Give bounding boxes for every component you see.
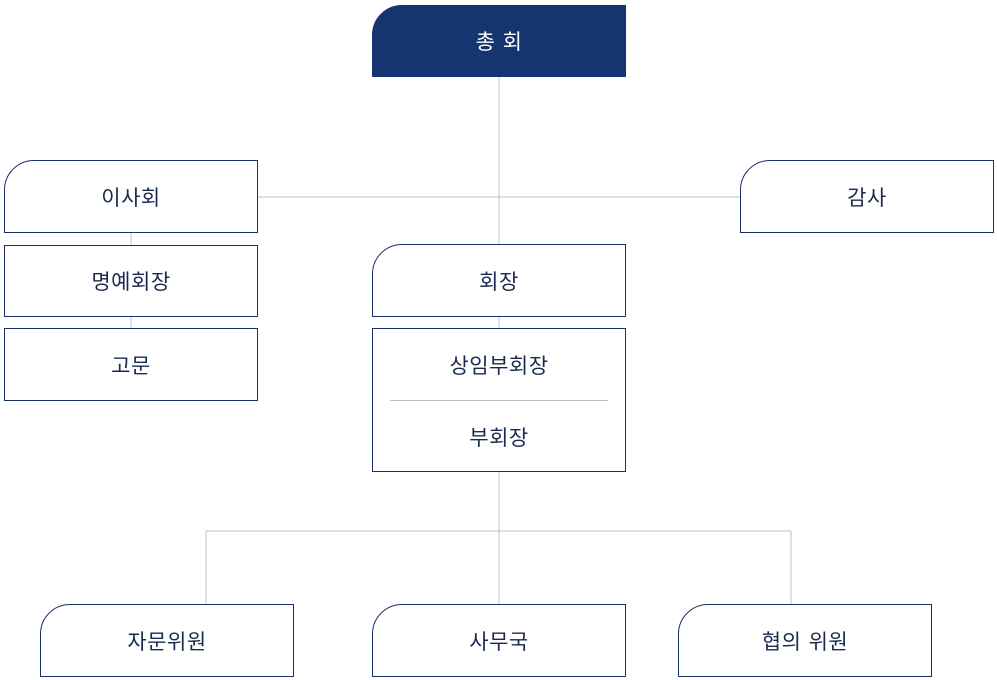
board-node: 이사회 <box>4 160 258 233</box>
board-label: 이사회 <box>101 185 161 210</box>
honorary-chair-label: 명예회장 <box>91 270 171 294</box>
honorary-chair-node: 명예회장 <box>4 245 258 317</box>
vice-chair-row: 부회장 <box>373 401 625 472</box>
advisory-committee-node: 자문위원 <box>40 604 294 677</box>
secretariat-label: 사무국 <box>469 629 529 654</box>
advisor-node: 고문 <box>4 328 258 401</box>
general-assembly-node: 총 회 <box>372 5 626 77</box>
advisory-committee-label: 자문위원 <box>127 629 207 654</box>
auditor-label: 감사 <box>847 185 887 210</box>
chairman-label: 회장 <box>479 269 519 294</box>
general-assembly-label: 총 회 <box>475 30 523 54</box>
vice-chair-node: 상임부회장 부회장 <box>372 328 626 472</box>
standing-vice-chair-row: 상임부회장 <box>373 329 625 400</box>
chairman-node: 회장 <box>372 244 626 317</box>
advisor-label: 고문 <box>111 353 151 378</box>
consultative-committee-node: 협의 위원 <box>678 604 932 677</box>
auditor-node: 감사 <box>740 160 994 233</box>
secretariat-node: 사무국 <box>372 604 626 677</box>
vice-chair-label: 부회장 <box>469 425 529 450</box>
consultative-committee-label: 협의 위원 <box>761 629 849 654</box>
vice-chair-divider <box>390 400 608 401</box>
standing-vice-chair-label: 상임부회장 <box>449 353 549 378</box>
